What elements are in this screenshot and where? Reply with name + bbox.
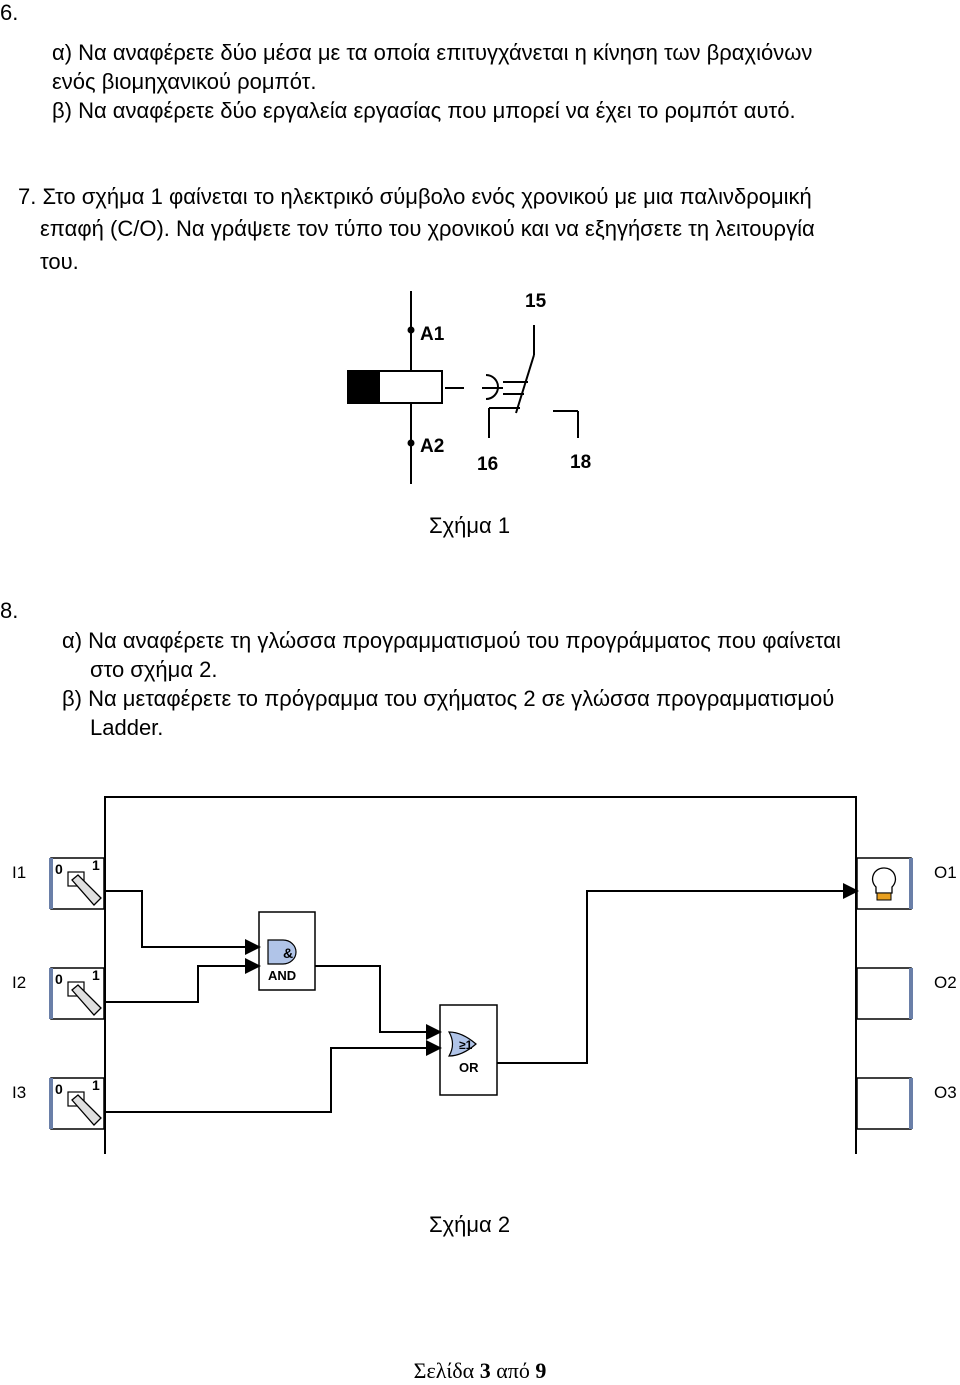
question-6-number: 6. <box>0 0 19 25</box>
figure-1-caption: Σχήμα 1 <box>429 513 511 538</box>
input-label-i1: I1 <box>12 863 26 882</box>
label-15: 15 <box>525 291 547 312</box>
i2-state0: 0 <box>55 971 63 987</box>
footer-prefix: Σελίδα <box>413 1358 480 1383</box>
figure-2-caption: Σχήμα 2 <box>429 1212 511 1237</box>
diagram-frame <box>104 796 857 1154</box>
i1-state1: 1 <box>92 857 100 873</box>
output-block-o3 <box>856 1077 912 1130</box>
question-8b-text-cont: Ladder. <box>90 715 164 740</box>
bulb-icon <box>871 867 897 894</box>
output-label-o1: O1 <box>934 863 957 882</box>
question-6a-text-cont: ενός βιομηχανικού ρομπότ. <box>52 69 317 94</box>
output-label-o2: O2 <box>934 973 957 992</box>
input-block-i3: 0 1 <box>49 1077 105 1130</box>
input-block-i2: 0 1 <box>49 967 105 1020</box>
question-7-line3: του. <box>40 249 79 274</box>
input-label-i2: I2 <box>12 973 26 992</box>
i1-state0: 0 <box>55 861 63 877</box>
i2-state1: 1 <box>92 967 100 983</box>
question-7-line2: επαφή (C/O). Να γράψετε τον τύπο του χρο… <box>40 216 815 241</box>
coil-body <box>347 370 443 404</box>
question-8a-text: α) Να αναφέρετε τη γλώσσα προγραμματισμο… <box>62 628 841 653</box>
wire-or-o1 <box>497 883 859 1064</box>
output-block-o1 <box>856 857 913 910</box>
output-block-o2 <box>856 967 912 1020</box>
i3-state0: 0 <box>55 1081 63 1097</box>
question-8-number: 8. <box>0 598 19 623</box>
or-symbol: ≥1 <box>459 1038 473 1052</box>
or-block: ≥1 OR <box>439 1004 498 1096</box>
or-text: OR <box>459 1060 479 1075</box>
delay-arc <box>485 374 499 400</box>
label-a1: A1 <box>420 324 445 345</box>
label-18: 18 <box>570 452 591 473</box>
question-7-line1: 7. Στο σχήμα 1 φαίνεται το ηλεκτρικό σύμ… <box>18 184 812 209</box>
wire-i3-or <box>105 1040 442 1113</box>
and-gate-icon <box>267 939 297 965</box>
wire-i1-and <box>105 890 261 955</box>
footer-page-number: 3 <box>479 1358 491 1383</box>
label-16: 16 <box>477 454 498 475</box>
page-footer: Σελίδα 3 από 9 <box>0 1358 960 1384</box>
terminal-a1 <box>407 326 415 334</box>
label-a2: A2 <box>420 436 444 457</box>
question-6a-text: α) Να αναφέρετε δύο μέσα με τα οποία επι… <box>52 40 813 65</box>
question-8b-text: β) Να μεταφέρετε το πρόγραμμα του σχήματ… <box>62 686 835 711</box>
and-block: & AND <box>258 911 316 991</box>
question-8a-text-cont: στο σχήμα 2. <box>90 657 218 682</box>
input-label-i3: I3 <box>12 1083 26 1102</box>
terminal-a2 <box>407 439 415 447</box>
and-symbol: & <box>283 945 293 961</box>
wire-i2-and <box>105 958 261 1003</box>
and-text: AND <box>268 968 296 983</box>
question-6b-text: β) Να αναφέρετε δύο εργαλεία εργασίας πο… <box>52 98 796 123</box>
output-label-o3: O3 <box>934 1083 957 1102</box>
wire-and-or <box>315 965 442 1040</box>
contact-lever <box>515 354 535 414</box>
input-block-i1: 0 1 <box>49 857 105 910</box>
footer-page-total: 9 <box>535 1358 547 1383</box>
footer-middle: από <box>490 1358 536 1383</box>
i3-state1: 1 <box>92 1077 100 1093</box>
or-gate-icon <box>447 1031 477 1057</box>
coil-fill <box>348 371 380 403</box>
